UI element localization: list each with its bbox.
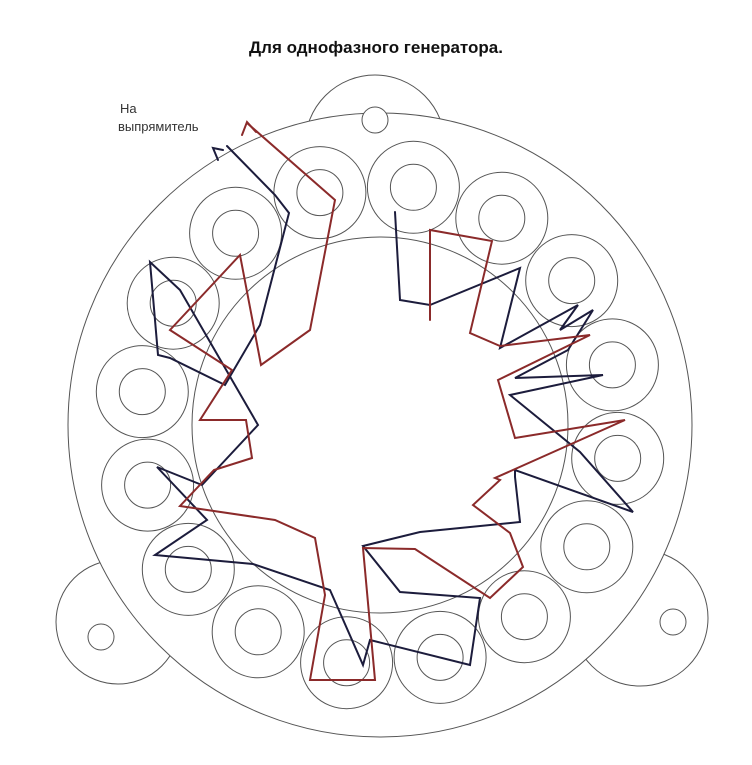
coil-core — [212, 209, 260, 257]
rectifier-label-line-2: выпрямитель — [118, 119, 199, 134]
lug-hole-right — [659, 608, 687, 636]
rectifier-arrow-dark — [211, 146, 224, 161]
coil-core — [118, 368, 166, 416]
winding-dark — [148, 145, 634, 668]
coil-core — [124, 461, 172, 509]
lug-hole-top — [361, 106, 389, 134]
rectifier-label-line-1: На — [120, 101, 137, 116]
coil-core — [548, 257, 596, 305]
coil-core — [234, 608, 282, 656]
coil-core — [389, 163, 437, 211]
rectifier-label: На выпрямитель — [118, 101, 199, 134]
coil-core — [563, 523, 611, 571]
coil-core — [478, 194, 526, 242]
lug-hole-left — [87, 623, 115, 651]
coil-core — [588, 341, 636, 389]
stator-inner-ring — [191, 236, 569, 614]
winding-red — [168, 122, 626, 681]
rectifier-arrow-red — [241, 120, 257, 136]
coil-core — [594, 434, 642, 482]
coil-core — [164, 545, 212, 593]
diagram-title: Для однофазного генератора. — [249, 38, 503, 57]
coil-core — [323, 639, 371, 687]
coil-core — [500, 593, 548, 641]
coil-core — [149, 279, 197, 327]
coil-core — [296, 169, 344, 217]
